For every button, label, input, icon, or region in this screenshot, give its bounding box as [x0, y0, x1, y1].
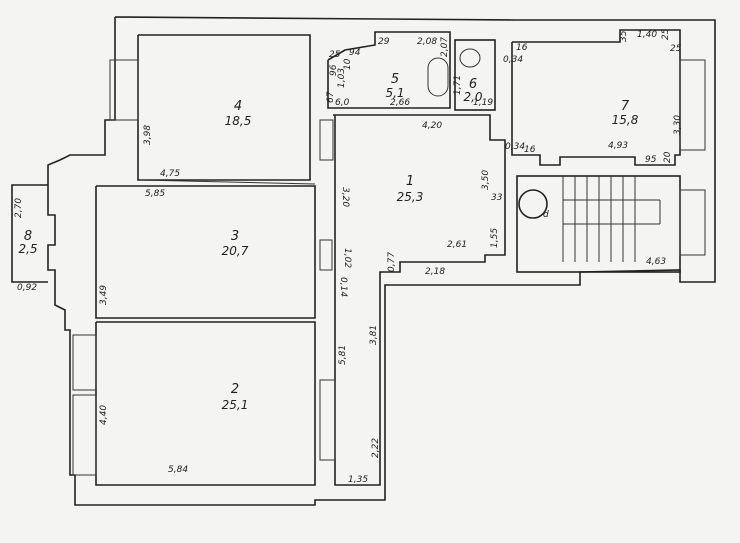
room-5-wall [327, 31, 451, 109]
room-8-number: 8 [24, 229, 32, 244]
dim-label: 95 [645, 155, 657, 165]
dim-label: d [543, 210, 549, 220]
dim-label: 2,22 [371, 438, 381, 458]
bathtub-icon [427, 57, 449, 97]
dim-label: 4,75 [160, 169, 180, 179]
dim-label: 5,84 [168, 465, 188, 475]
dim-label: 94 [349, 48, 361, 58]
dim-label: 5,81 [338, 345, 348, 365]
dim-label: 3,50 [481, 170, 491, 190]
dim-label: 1,55 [490, 228, 500, 248]
room-5-area: 5,1 [385, 86, 404, 100]
dim-label: 25 [661, 28, 671, 40]
dim-label: 10 [343, 58, 353, 70]
dim-label: 33 [491, 193, 503, 203]
dim-label: 0,77 [387, 252, 397, 272]
room-4-number: 4 [234, 99, 242, 114]
dim-label: 3,20 [340, 187, 350, 207]
dim-label: 1,40 [637, 30, 657, 40]
dim-label: 0,14 [338, 277, 348, 297]
dim-label: 3,49 [99, 285, 109, 305]
dim-label: 3,30 [673, 115, 683, 135]
dim-label: 4,20 [422, 121, 442, 131]
dim-label: 96 [329, 64, 339, 76]
room-8-area: 2,5 [18, 242, 37, 256]
room-8-wall [11, 184, 48, 283]
dim-label: 29 [378, 37, 390, 47]
dim-label: 16 [516, 43, 528, 53]
dim-label: 16 [524, 145, 536, 155]
dim-label: 1,19 [473, 98, 493, 108]
dim-label: 1,71 [453, 75, 463, 95]
dim-label: 2,61 [447, 240, 467, 250]
dim-label: 1,02 [342, 248, 352, 268]
dim-label: 6,0 [335, 98, 350, 108]
dim-label: 0,34 [503, 55, 523, 65]
room-4-area: 18,5 [225, 114, 252, 128]
room-7-wall [511, 29, 681, 166]
room-7-area: 15,8 [612, 113, 639, 127]
column-circle [518, 189, 548, 219]
dim-label: 4,93 [608, 141, 628, 151]
room-3-number: 3 [231, 229, 239, 244]
room-2-area: 25,1 [222, 398, 249, 412]
dim-label: 20 [663, 151, 673, 163]
dim-label: 5,85 [145, 189, 165, 199]
dim-label: 2,70 [14, 198, 24, 218]
room-5-number: 5 [391, 72, 399, 87]
dim-label: 4,40 [99, 405, 109, 425]
wall-line [139, 179, 316, 185]
stairs [562, 176, 661, 262]
dim-label: 2,18 [425, 267, 445, 277]
dim-label: 0,34 [505, 142, 525, 152]
dim-label: 1,03 [337, 68, 347, 88]
dim-label: 25 [670, 44, 682, 54]
room-3-area: 20,7 [222, 244, 249, 258]
dim-label: 67 [326, 91, 336, 103]
dim-label: 25 [329, 50, 341, 60]
room-1-area: 25,3 [397, 190, 424, 204]
toilet-icon [459, 48, 481, 68]
room-3-wall [95, 185, 316, 319]
room-1-wall [333, 114, 506, 486]
windows [72, 59, 706, 476]
room-6-wall [454, 39, 496, 111]
dimension-labels: 3,98 4,75 5,85 2,70 0,92 3,49 4,40 5,84 … [14, 28, 683, 485]
outer-wall [47, 16, 716, 506]
room-2-number: 2 [231, 382, 239, 397]
dim-label: 2,08 [417, 37, 437, 47]
dim-label: 35 [619, 30, 629, 42]
room-2-wall [95, 321, 316, 486]
room-4-wall [137, 34, 311, 181]
dim-label: 0,92 [17, 283, 37, 293]
room-6-area: 2,0 [463, 90, 482, 104]
dim-label: 3,98 [143, 125, 153, 145]
dim-label: 2,66 [390, 98, 410, 108]
dim-label: 3,81 [369, 325, 379, 345]
dim-label: 4,63 [646, 257, 666, 267]
room-7-number: 7 [621, 99, 630, 114]
dim-label: 2,07 [440, 37, 450, 57]
room-1-number: 1 [406, 174, 414, 189]
dim-label: 1,35 [348, 475, 368, 485]
room-6-number: 6 [469, 77, 477, 92]
